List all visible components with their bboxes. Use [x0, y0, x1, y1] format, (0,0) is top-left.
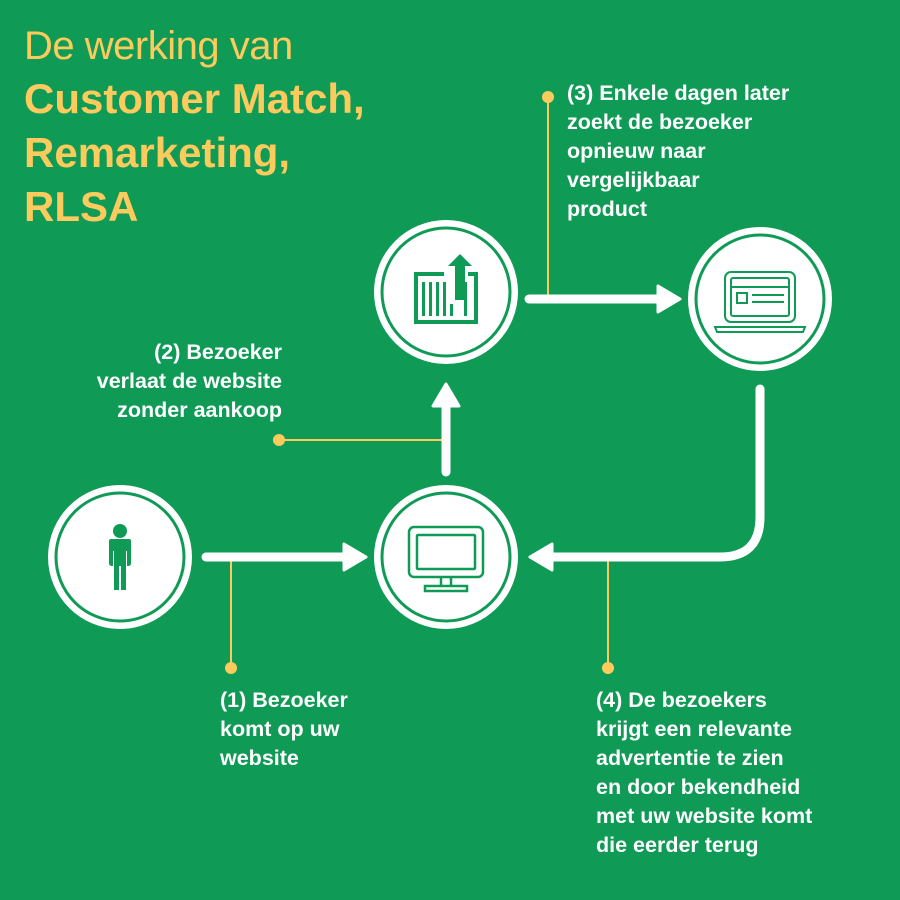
laptop-icon: [713, 271, 807, 333]
step-4-line: die eerder terug: [596, 833, 759, 857]
node-exit: [374, 220, 518, 364]
step-3-label: (3) Enkele dagen later zoekt de bezoeker…: [567, 79, 789, 224]
step-2-label: (2) Bezoeker verlaat de website zonder a…: [97, 338, 282, 425]
step-3-line: opnieuw naar: [567, 139, 706, 163]
building-exit-arrow-icon: [414, 254, 478, 324]
callout-connectors: [225, 91, 614, 674]
step-1-line: website: [220, 746, 299, 770]
node-website: [374, 485, 518, 629]
step-4-line: (4) De bezoekers: [596, 688, 767, 712]
title-line-remarketing: Remarketing,: [24, 129, 291, 176]
step-4-label: (4) De bezoekers krijgt een relevante ad…: [596, 686, 812, 860]
step-2-line: verlaat de website: [96, 369, 282, 393]
step-2-line: zonder aankoop: [117, 398, 282, 422]
arrow-exit-to-search: [524, 284, 682, 314]
step-1-line: komt op uw: [220, 717, 340, 741]
step-3-line: (3) Enkele dagen later: [567, 81, 790, 105]
arrow-website-to-exit: [431, 382, 461, 477]
desktop-monitor-icon: [407, 525, 485, 593]
node-search: [688, 227, 832, 371]
arrow-search-to-website: [528, 384, 765, 572]
flow-arrows: [201, 284, 765, 572]
step-1-line: (1) Bezoeker: [220, 688, 348, 712]
step-2-line: (2) Bezoeker: [154, 340, 282, 364]
title-line-rlsa: RLSA: [24, 183, 139, 230]
step-1-label: (1) Bezoeker komt op uw website: [220, 686, 348, 773]
person-icon: [109, 524, 131, 590]
title-line-intro: De werking van: [24, 24, 293, 68]
callout-connector-step-3: [542, 91, 554, 298]
title-line-customer-match: Customer Match,: [24, 75, 365, 122]
page-title: De werking van Customer Match, Remarketi…: [24, 20, 365, 234]
step-3-line: zoekt de bezoeker: [567, 110, 753, 134]
step-4-line: en door bekendheid: [596, 775, 801, 799]
callout-connector-step-1: [225, 560, 237, 674]
arrow-visitor-to-website: [201, 542, 368, 572]
callout-connector-step-2: [273, 434, 442, 446]
step-4-line: met uw website komt: [596, 804, 813, 828]
callout-connector-step-4: [602, 560, 614, 674]
step-4-line: advertentie te zien: [596, 746, 784, 770]
step-3-line: vergelijkbaar: [567, 168, 700, 192]
step-4-line: krijgt een relevante: [596, 717, 792, 741]
step-3-line: product: [567, 197, 648, 221]
node-visitor: [48, 485, 192, 629]
